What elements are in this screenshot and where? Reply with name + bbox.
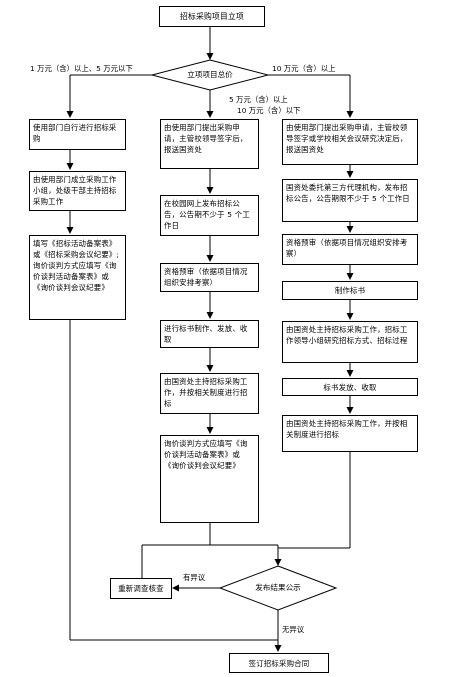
start-box: 招标采购项目立项 <box>159 6 265 27</box>
mid-step-3: 资格预审（依据项目情况组织安排考察） <box>160 263 259 292</box>
mid-step-1: 由使用部门提出采购申请，主管校领导签字后，报送国资处 <box>160 119 259 169</box>
left-step-3: 填写《招标活动备案表》或《招标采购会议纪要》;询价谈判方式应填写《询价谈判活动备… <box>29 235 126 320</box>
mid-step-5-text: 由国资处主持招标采购工作，并按相关制度进行招标 <box>164 377 248 408</box>
reexamine-text: 重新调查核查 <box>118 584 164 593</box>
right-step-3-text: 资格预审（依据项目情况组织安排考察） <box>286 238 408 258</box>
branch-right-label: 10 万元（含）以上 <box>272 64 336 73</box>
mid-step-2: 在校园网上发布招标公告，公告期不少于 5 个工作日 <box>160 195 259 236</box>
right-step-1-text: 由使用部门提出采购申请，主管校领导签字或学校相关会议研究决定后，报送国资处 <box>286 123 408 154</box>
right-step-7-text: 由国资处主持招标采购工作，并按相关制度进行招标 <box>286 419 408 439</box>
branch-left-label: 1 万元（含）以上、5 万元以下 <box>30 64 133 73</box>
mid-step-4-text: 进行标书制作、发放、收取 <box>164 324 248 344</box>
objection-no-label: 无异议 <box>282 625 305 634</box>
right-step-5: 由国资处主持招标采购工作，招标工作领导小组研究招标方式、招标过程 <box>282 321 418 363</box>
left-step-1-text: 使用部门自行进行招标采购 <box>33 123 117 143</box>
end-box: 签订招标采购合同 <box>229 653 329 673</box>
right-step-2-text: 国资处委托第三方代理机构，发布招标公告，公告期限不少于 5 个工作日 <box>286 183 410 203</box>
left-step-1: 使用部门自行进行招标采购 <box>29 119 126 150</box>
reexamine-box: 重新调查核查 <box>110 578 172 599</box>
mid-step-1-text: 由使用部门提出采购申请，主管校领导签字后，报送国资处 <box>164 123 248 154</box>
start-label: 招标采购项目立项 <box>180 12 244 21</box>
right-step-7: 由国资处主持招标采购工作，并按相关制度进行招标 <box>282 415 418 452</box>
right-step-3: 资格预审（依据项目情况组织安排考察） <box>282 234 418 265</box>
right-step-6-text: 标书发放、收取 <box>323 382 377 392</box>
right-step-2: 国资处委托第三方代理机构，发布招标公告，公告期限不少于 5 个工作日 <box>282 179 418 222</box>
end-label: 签订招标采购合同 <box>248 658 310 668</box>
publish-decision-label: 发布结果公示 <box>255 583 301 592</box>
mid-step-6: 询价谈判方式应填写《询价谈判活动备案表》或《询价谈判会议纪要》 <box>160 435 259 523</box>
objection-yes-label: 有异议 <box>183 573 206 582</box>
mid-step-4: 进行标书制作、发放、收取 <box>160 320 259 348</box>
mid-step-6-text: 询价谈判方式应填写《询价谈判活动备案表》或《询价谈判会议纪要》 <box>164 439 248 470</box>
right-step-4-text: 制作标书 <box>334 286 366 295</box>
left-step-2-text: 由使用部门成立采购工作小组，处级干部主持招标采购工作 <box>33 175 117 206</box>
mid-step-2-text: 在校园网上发布招标公告，公告期不少于 5 个工作日 <box>164 199 250 230</box>
budget-decision-label: 立项项目总价 <box>187 70 233 79</box>
branch-mid-label-1: 5 万元（含）以上 <box>229 95 288 104</box>
right-step-1: 由使用部门提出采购申请，主管校领导签字或学校相关会议研究决定后，报送国资处 <box>282 119 418 165</box>
right-step-6: 标书发放、收取 <box>282 378 418 396</box>
right-step-5-text: 由国资处主持招标采购工作，招标工作领导小组研究招标方式、招标过程 <box>286 325 408 345</box>
left-step-2: 由使用部门成立采购工作小组，处级干部主持招标采购工作 <box>29 171 126 211</box>
branch-mid-label-2: 10 万元（含）以下 <box>237 106 301 115</box>
right-step-4: 制作标书 <box>282 281 418 300</box>
left-step-3-text: 填写《招标活动备案表》或《招标采购会议纪要》;询价谈判方式应填写《询价谈判活动备… <box>33 239 120 292</box>
mid-step-3-text: 资格预审（依据项目情况组织安排考察） <box>164 267 248 287</box>
mid-step-5: 由国资处主持招标采购工作，并按相关制度进行招标 <box>160 373 259 414</box>
